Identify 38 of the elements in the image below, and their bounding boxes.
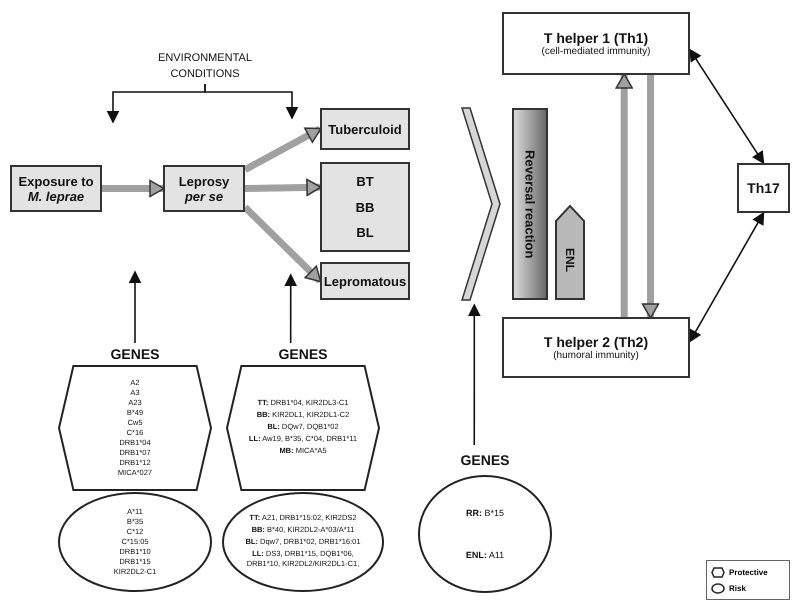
arrow xyxy=(128,270,142,343)
block-arrow xyxy=(642,75,660,319)
arrow xyxy=(689,212,764,343)
chevron-arrow xyxy=(460,107,501,301)
cell-type-box xyxy=(502,12,690,75)
cell-type-box xyxy=(502,317,690,378)
stage-box: Leprosy per se xyxy=(163,165,245,212)
stage-box: Exposure to M. leprae xyxy=(10,165,102,212)
reaction-bar: Reversal reaction xyxy=(512,108,548,300)
block-arrow xyxy=(615,73,633,317)
genes-heading: GENES xyxy=(278,345,328,364)
stage-label: BT xyxy=(356,174,374,190)
cell-type-subtitle: (cell-mediated immunity) xyxy=(542,46,650,57)
arrow xyxy=(204,84,298,120)
stage-label: BL xyxy=(356,224,374,240)
stage-box: Tuberculoid xyxy=(320,108,410,150)
stage-label: BB xyxy=(356,200,374,214)
arrow xyxy=(468,303,481,445)
cell-type-title: T helper 2 (Th2) xyxy=(544,334,648,350)
gene-list-item: RR: B*15 xyxy=(466,508,504,518)
stage-box xyxy=(320,162,410,252)
cell-type-title: T helper 1 (Th1) xyxy=(544,30,648,46)
legend-label: Protective xyxy=(729,568,768,576)
gene-list-item: ENL: A11 xyxy=(466,550,504,560)
block-arrow xyxy=(243,126,322,173)
arrow xyxy=(284,273,298,343)
legend-label: Risk xyxy=(729,584,746,592)
reaction-pentagon: ENL xyxy=(555,205,585,300)
block-arrow xyxy=(244,178,322,196)
genes-heading: GENES xyxy=(110,345,160,364)
stage-box: Lepromatous xyxy=(320,262,410,300)
arrow xyxy=(689,48,764,164)
genes-heading: GENES xyxy=(460,451,510,470)
block-arrow xyxy=(102,180,165,198)
cell-type-subtitle: (humoral immunity) xyxy=(553,350,639,361)
block-arrow xyxy=(242,204,322,284)
environment-label: ENVIRONMENTAL CONDITIONS xyxy=(145,48,265,84)
cell-type-box: Th17 xyxy=(737,163,790,213)
